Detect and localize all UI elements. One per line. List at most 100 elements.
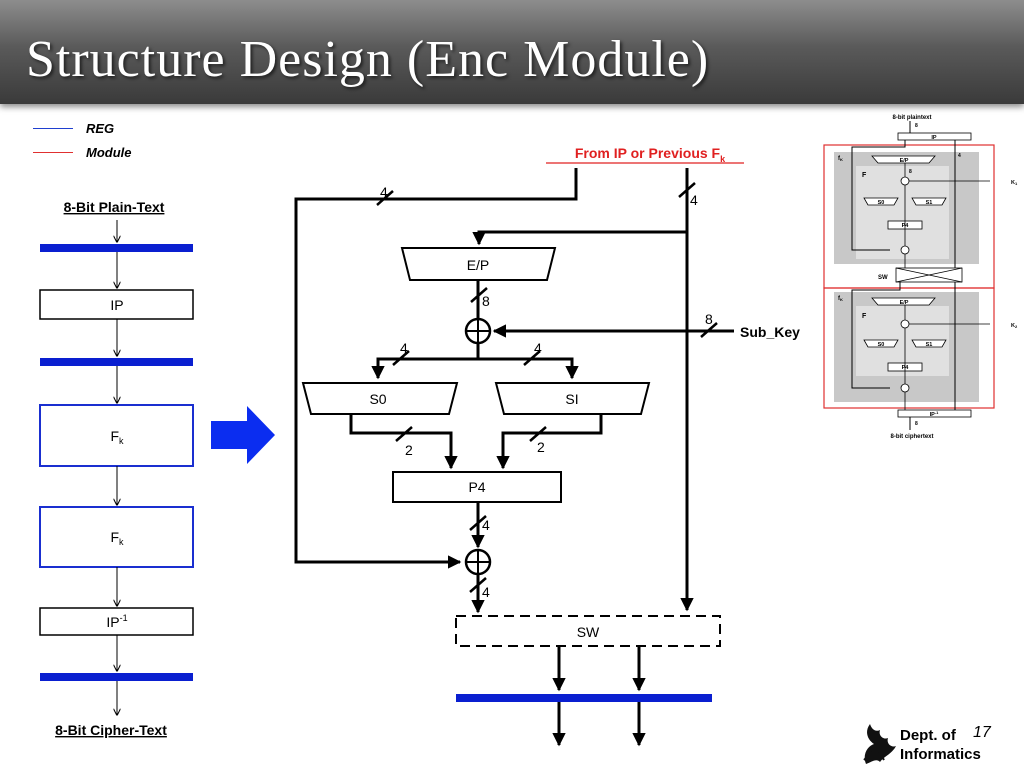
dragon-logo-icon	[863, 724, 896, 764]
dept-line-1: Dept. of	[900, 727, 956, 744]
s0-out-wire	[349, 414, 458, 470]
thumb-ip-label: IP	[931, 135, 937, 141]
left-half-wire	[294, 168, 578, 569]
p4-block	[392, 471, 562, 503]
reg-bar-3	[40, 673, 193, 681]
thumb-ipinv-label: IP-1	[930, 410, 940, 418]
thumb-s1-label: S1	[926, 200, 933, 206]
thumb-fk-2	[823, 287, 995, 409]
legend-module-line	[33, 152, 73, 153]
expand-arrow-icon	[211, 406, 275, 464]
s0-block	[301, 382, 459, 415]
title-bar: Structure Design (Enc Module)	[0, 0, 1024, 104]
left-flow: 8-Bit Plain-Text IP Fk Fk IP-1 8-Bit Cip…	[39, 199, 194, 738]
fk-label-2: Fk	[110, 529, 124, 547]
thumb-f2-label: F	[862, 313, 867, 320]
ciphertext-label: 8-Bit Cipher-Text	[55, 722, 167, 738]
thumb-fk1-label: fK	[838, 156, 843, 162]
subkey-label: Sub_Key	[740, 324, 800, 340]
ep-block	[400, 247, 557, 281]
thumb-xor-1a	[900, 176, 910, 186]
thumb-s1-label-2: S1	[926, 342, 933, 348]
p4-label: P4	[468, 479, 485, 495]
s0-label: S0	[369, 391, 386, 407]
input-label: From IP or Previous Fk	[575, 145, 726, 164]
ep-label: E/P	[467, 257, 490, 273]
thumb-ciphertext: 8-bit ciphertext	[890, 434, 933, 440]
plaintext-label: 8-Bit Plain-Text	[64, 199, 165, 215]
bus-width-xor-out: 4	[482, 584, 490, 600]
fk-box-2	[39, 506, 194, 568]
sw-block	[455, 615, 721, 647]
detail-reg-bar	[456, 694, 712, 702]
thumb-n8-a: 8	[909, 169, 912, 175]
thumb-s1	[911, 197, 947, 206]
thumb-s0-label-2: S0	[878, 342, 885, 348]
thumb-n4-a: 4	[958, 153, 961, 159]
ipinv-label: IP-1	[106, 613, 127, 630]
legend-reg-line	[33, 128, 73, 129]
ip-label: IP	[110, 297, 123, 313]
thumb-s1-2	[911, 339, 947, 348]
thumb-ep-label-2: E/P	[900, 300, 909, 306]
thumb-p4-label: P4	[902, 223, 910, 229]
dept-line-2: Informatics	[900, 746, 981, 763]
s1-out-wire	[496, 414, 603, 470]
dept-label: Dept. of Informatics	[900, 726, 981, 764]
thumb-s0	[863, 197, 899, 206]
thumb-fk2-label: fK	[838, 296, 843, 302]
page-number: 17	[973, 724, 991, 741]
fk-box-1	[39, 404, 194, 467]
thumb-xor-2b	[900, 383, 910, 393]
thumb-s0-label: S0	[878, 200, 885, 206]
thumb-xor-2a	[900, 319, 910, 329]
bus-width-ep-out: 8	[482, 293, 490, 309]
reg-bar-1	[40, 244, 193, 252]
thumb-s0-2	[863, 339, 899, 348]
reference-thumbnail: 8-bit plaintext 8 IP fK F E/P K1 S0 S1 P…	[823, 115, 1018, 440]
fk-label-1: Fk	[110, 428, 124, 446]
bus-width-right-in: 4	[690, 192, 698, 208]
thumb-ep-2	[871, 297, 936, 306]
thumb-ip	[897, 132, 972, 141]
detail-diagram: From IP or Previous Fk E/P Sub_Key S0 SI	[294, 145, 800, 747]
bus-width-subkey: 8	[705, 311, 713, 327]
thumb-ep	[871, 155, 936, 164]
legend-module-label: Module	[86, 145, 132, 160]
bus-width-s1-in: 4	[534, 340, 542, 356]
bus-slashes	[376, 182, 718, 593]
slide-title: Structure Design (Enc Module)	[26, 31, 710, 88]
bus-width-labels: 4 4 8 8 4 4 2 2 4 4	[380, 184, 713, 600]
bus-width-left-in: 4	[380, 184, 388, 200]
sw-label: SW	[577, 624, 600, 640]
thumb-left-wire-2	[851, 282, 901, 389]
s1-in-wire	[478, 357, 579, 380]
bus-width-p4-out: 4	[482, 517, 490, 533]
thumb-ep-label: E/P	[900, 158, 909, 164]
ipinv-box	[39, 607, 194, 636]
bus-width-s0-in: 4	[400, 340, 408, 356]
thumb-sw-label: SW	[878, 275, 888, 281]
bus-width-s0-out: 2	[405, 442, 413, 458]
ep-in-wire	[472, 230, 687, 246]
thumb-k1-label: K1	[1011, 180, 1018, 186]
thumb-ipinv	[897, 409, 972, 418]
thumb-f1-label: F	[862, 172, 867, 179]
thumb-xor-1b	[900, 245, 910, 255]
thumb-n8-top: 8	[915, 123, 918, 129]
s0-in-wire	[371, 357, 478, 380]
thumb-plaintext: 8-bit plaintext	[892, 115, 931, 121]
thumb-k2-label: K2	[1011, 323, 1018, 329]
s1-label: SI	[565, 391, 578, 407]
thumb-p4-label-2: P4	[902, 365, 910, 371]
thumb-sw-cross-2	[895, 267, 963, 283]
thumb-n8-bottom: 8	[915, 421, 918, 427]
footer-logo-block: Dept. of Informatics 17	[858, 716, 1024, 768]
ip-box	[39, 289, 194, 320]
legend-reg-label: REG	[86, 121, 115, 136]
bus-width-s1-out: 2	[537, 439, 545, 455]
s1-block	[494, 382, 651, 415]
reg-bar-2	[40, 358, 193, 366]
thumb-left-wire	[851, 140, 906, 251]
